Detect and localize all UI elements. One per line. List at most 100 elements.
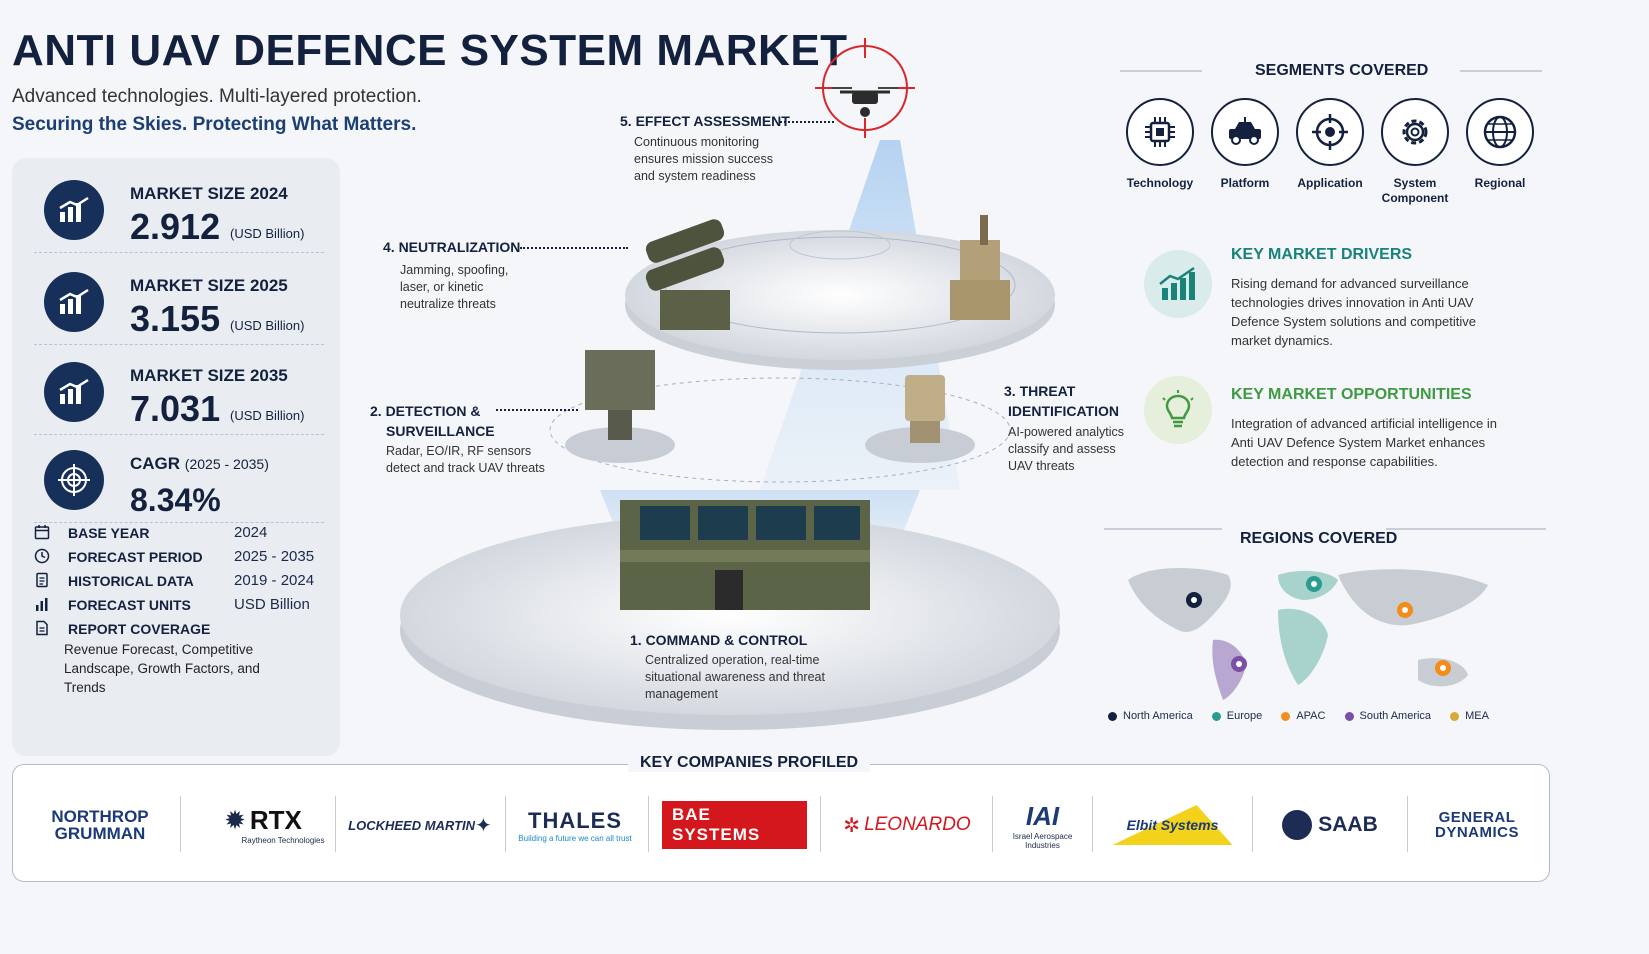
segment-application[interactable]: Application xyxy=(1296,98,1364,190)
base-platform-top xyxy=(400,515,1060,715)
step-command-control-title: 1. COMMAND & CONTROL xyxy=(630,632,808,648)
metric-unit: (USD Billion) xyxy=(230,318,305,333)
info-value: 2024 xyxy=(234,524,268,541)
document-icon xyxy=(36,572,48,588)
companies-title: KEY COMPANIES PROFILED xyxy=(628,754,871,772)
saab-logo: SAAB xyxy=(1265,790,1395,860)
legend-mea: MEA xyxy=(1450,710,1489,722)
divider xyxy=(1252,796,1253,852)
divider xyxy=(1092,796,1093,852)
metric-value: 7.031 xyxy=(130,388,221,429)
report-coverage-row: REPORT COVERAGE xyxy=(34,618,334,642)
report-icon xyxy=(36,620,48,636)
drivers-title: KEY MARKET DRIVERS xyxy=(1231,246,1413,263)
segment-label: Regional xyxy=(1474,176,1526,190)
command-console xyxy=(620,500,870,610)
divider xyxy=(820,796,821,852)
mea-region xyxy=(1278,608,1328,685)
divider xyxy=(335,796,336,852)
map-pin-icon xyxy=(1186,592,1202,608)
step-command-control-desc: Centralized operation, real-time situati… xyxy=(645,653,825,701)
connector xyxy=(496,409,578,411)
market-size-2024: MARKET SIZE 2024 2.912 (USD Billion) xyxy=(34,164,324,253)
report-coverage-text: Revenue Forecast, Competitive Landscape,… xyxy=(64,642,260,695)
growth-chart-icon xyxy=(1144,250,1212,318)
metric-value: 3.155 xyxy=(130,298,221,339)
lightbulb-icon xyxy=(1144,376,1212,444)
north-america-region xyxy=(1128,568,1231,632)
tagline: Securing the Skies. Protecting What Matt… xyxy=(12,114,417,135)
opportunities-text: Integration of advanced artificial intel… xyxy=(1231,416,1497,469)
thales-logo: THALES Building a future we can all trus… xyxy=(518,807,632,843)
connector xyxy=(780,121,834,123)
segment-label: Application xyxy=(1297,176,1363,190)
info-value: 2025 - 2035 xyxy=(234,548,315,565)
defense-system-illustration xyxy=(400,38,1060,730)
divider xyxy=(1104,528,1222,530)
metric-label: MARKET SIZE 2025 xyxy=(130,276,288,295)
bae-systems-logo: BAE SYSTEMS xyxy=(662,790,807,860)
forecast-units-row: FORECAST UNITS USD Billion xyxy=(34,594,334,618)
connector xyxy=(520,247,628,249)
metric-unit: (USD Billion) xyxy=(230,226,305,241)
divider xyxy=(505,796,506,852)
calendar-icon xyxy=(34,525,50,540)
leonardo-mark-icon: ✲ xyxy=(843,814,861,837)
metric-label: MARKET SIZE 2024 xyxy=(130,184,288,203)
rtx-logo: ✹RTX Raytheon Technologies xyxy=(224,805,325,845)
target-drone xyxy=(815,38,915,138)
info-value: 2019 - 2024 xyxy=(234,572,315,589)
missile-launcher xyxy=(645,219,730,330)
segment-technology[interactable]: Technology xyxy=(1126,98,1194,190)
segment-platform[interactable]: Platform xyxy=(1211,98,1279,190)
info-key: HISTORICAL DATA xyxy=(68,573,194,589)
market-size-2035: MARKET SIZE 2035 7.031 (USD Billion) xyxy=(34,346,324,435)
iai-logo: IAI Israel Aerospace Industries xyxy=(1012,800,1073,850)
star-icon: ✦ xyxy=(475,814,492,837)
legend-south-america: South America xyxy=(1344,710,1431,722)
lockheed-martin-logo: LOCKHEED MARTIN✦ xyxy=(348,814,492,837)
target-icon xyxy=(44,450,104,510)
segment-label: Technology xyxy=(1126,176,1194,190)
cagr-block: CAGR (2025 - 2035) 8.34% xyxy=(34,434,324,523)
legend-europe: Europe xyxy=(1211,710,1262,722)
segment-regional[interactable]: Regional xyxy=(1466,98,1534,190)
sensor-platform xyxy=(565,427,675,463)
forecast-period-row: FORECAST PERIOD 2025 - 2035 xyxy=(34,546,334,570)
drivers-text: Rising demand for advanced surveillance … xyxy=(1231,276,1476,348)
gear-icon xyxy=(1381,98,1449,166)
step-neutralization-title: 4. NEUTRALIZATION xyxy=(383,239,521,255)
sun-icon: ✹ xyxy=(224,805,246,835)
map-pin-icon xyxy=(1397,602,1413,618)
divider xyxy=(1120,70,1202,72)
step-effect-assessment-desc: Continuous monitoring ensures mission su… xyxy=(634,135,773,183)
growth-chart-icon xyxy=(44,180,104,240)
step-effect-assessment-title: 5. EFFECT ASSESSMENT xyxy=(620,113,790,129)
info-value: USD Billion xyxy=(234,596,310,613)
divider xyxy=(1407,796,1408,852)
segment-label: Platform xyxy=(1220,176,1270,190)
opportunities-title: KEY MARKET OPPORTUNITIES xyxy=(1231,386,1472,403)
growth-chart-icon xyxy=(44,362,104,422)
market-size-2025: MARKET SIZE 2025 3.155 (USD Billion) xyxy=(34,256,324,345)
bar-chart-icon xyxy=(36,598,48,611)
historical-data-row: HISTORICAL DATA 2019 - 2024 xyxy=(34,570,334,594)
saab-emblem-icon xyxy=(1282,810,1313,840)
cagr-value: 8.34% xyxy=(130,482,221,518)
world-map xyxy=(1128,568,1488,700)
step-detection-desc: Radar, EO/IR, RF sensors detect and trac… xyxy=(386,444,545,475)
legend-apac: APAC xyxy=(1281,710,1325,722)
orbit-ring xyxy=(549,377,1011,483)
cagr-label: CAGR (2025 - 2035) xyxy=(130,454,269,473)
map-pin-icon xyxy=(1306,576,1322,592)
target-icon xyxy=(1296,98,1364,166)
leonardo-logo: ✲LEONARDO xyxy=(843,814,971,837)
info-key: BASE YEAR xyxy=(68,525,150,541)
map-pin-icon xyxy=(1231,656,1247,672)
radar-sensor xyxy=(585,350,655,410)
divider xyxy=(992,796,993,852)
regions-title: REGIONS COVERED xyxy=(1240,530,1398,547)
subtitle: Advanced technologies. Multi-layered pro… xyxy=(12,86,422,107)
